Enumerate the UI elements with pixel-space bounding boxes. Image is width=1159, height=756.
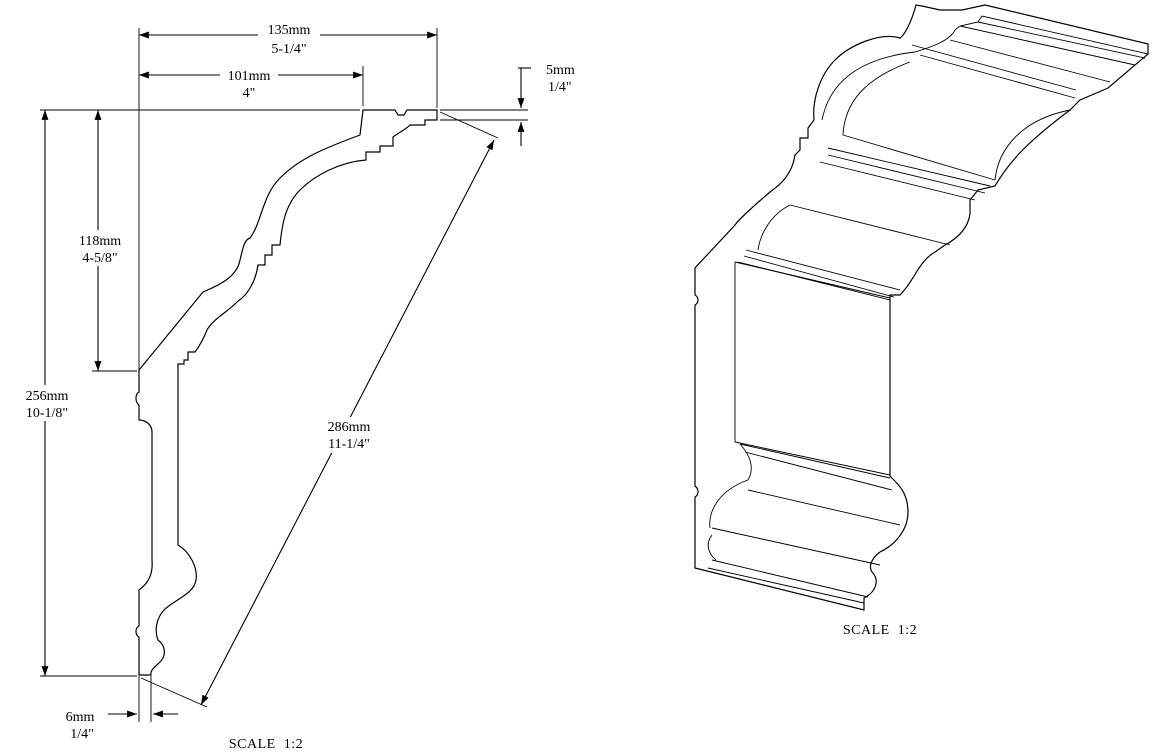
dim-upper-height-inch: 4-5/8" [82, 251, 117, 266]
dim-top-projection-inch: 4" [243, 86, 256, 101]
dim-top-step-inch: 1/4" [548, 80, 572, 95]
dim-total-projection-mm: 135mm [268, 23, 311, 38]
dim-top-projection-mm: 101mm [228, 69, 271, 84]
dim-diagonal-inch: 11-1/4" [328, 437, 370, 452]
profile-view: 135mm 5-1/4" 101mm 4" 5mm 1/4" 118mm 4-5… [18, 20, 575, 752]
dim-top-step-mm: 5mm [546, 63, 575, 78]
dim-total-height-mm: 256mm [26, 389, 69, 404]
dim-total-projection-inch: 5-1/4" [271, 42, 306, 57]
iso-scale-label: SCALE 1:2 [843, 623, 917, 638]
molding-profile [135, 109, 438, 676]
iso-outline [694, 4, 1149, 611]
dim-bottom-step-inch: 1/4" [70, 727, 94, 742]
dim-bottom-step-mm: 6mm [66, 710, 95, 725]
dim-upper-height-mm: 118mm [79, 234, 121, 249]
profile-scale-label: SCALE 1:2 [229, 737, 303, 752]
isometric-view [694, 4, 1149, 611]
dim-diagonal-mm: 286mm [328, 420, 371, 435]
dim-total-height-inch: 10-1/8" [26, 406, 68, 421]
